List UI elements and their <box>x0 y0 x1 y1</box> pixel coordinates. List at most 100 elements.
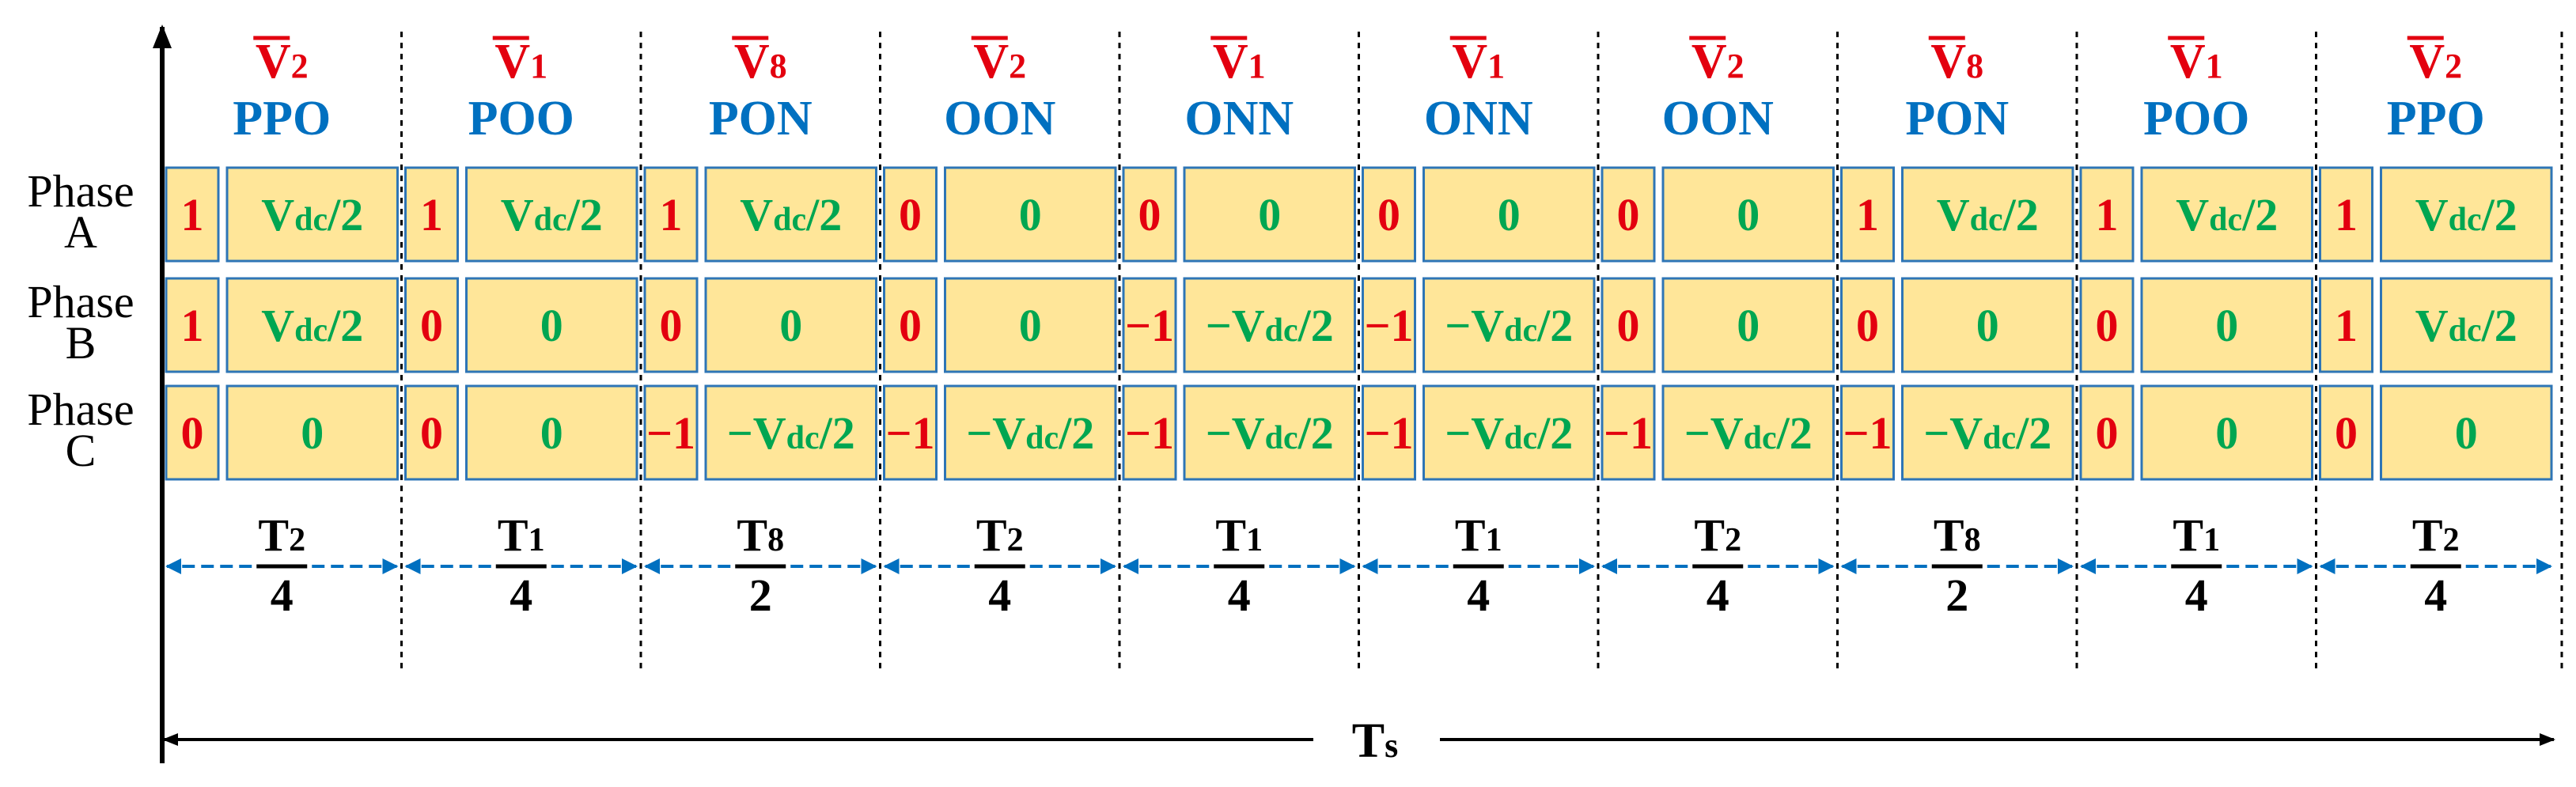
voltage-value: 0 <box>1498 189 1521 240</box>
row-label-phase: Phase <box>27 276 134 327</box>
level-value: 0 <box>1617 189 1640 240</box>
row-label-phase: Phase <box>27 384 134 435</box>
voltage-value: 0 <box>1019 300 1042 351</box>
level-cell <box>2319 384 2373 481</box>
level-cell <box>643 277 699 373</box>
level-value: 1 <box>2096 189 2119 240</box>
level-cell <box>404 277 459 373</box>
vector-label: V8 <box>1930 35 1983 89</box>
state-label: PPO <box>233 92 331 146</box>
voltage-value: Vdc/2 <box>261 189 363 240</box>
level-value: 1 <box>420 189 443 240</box>
level-value: 0 <box>660 300 683 351</box>
voltage-cell <box>1422 277 1596 373</box>
state-label: PPO <box>2387 92 2485 146</box>
level-cell <box>1840 166 1895 263</box>
duration-numerator: T2 <box>258 509 305 561</box>
level-cell <box>643 384 699 481</box>
voltage-cell <box>225 166 399 263</box>
duration-numerator: T1 <box>1455 509 1502 561</box>
voltage-value: Vdc/2 <box>261 300 363 351</box>
row-label-letter: C <box>66 425 97 476</box>
level-value: 0 <box>2096 300 2119 351</box>
level-cell <box>883 166 938 263</box>
duration-numerator: T8 <box>1934 509 1981 561</box>
voltage-value: 0 <box>2215 407 2238 459</box>
period-indicator: Ts <box>162 714 2555 768</box>
voltage-value: 0 <box>779 300 802 351</box>
duration-numerator: T2 <box>1694 509 1741 561</box>
level-value: 0 <box>899 189 922 240</box>
state-label: PON <box>1905 92 2009 146</box>
voltage-value: 0 <box>1737 300 1760 351</box>
level-value: −1 <box>1843 407 1892 459</box>
level-cell <box>1122 384 1177 481</box>
voltage-cell <box>1422 166 1596 263</box>
level-value: 0 <box>1377 189 1400 240</box>
voltage-cell <box>2380 277 2553 373</box>
level-value: 0 <box>2335 407 2358 459</box>
voltage-cell <box>1183 277 1356 373</box>
duration-numerator: T2 <box>2412 509 2460 561</box>
level-value: 0 <box>420 300 443 351</box>
duration-numerator: T1 <box>498 509 545 561</box>
voltage-cell <box>1901 384 2074 481</box>
duration-denominator: 4 <box>2424 569 2447 621</box>
voltage-cell <box>704 166 877 263</box>
duration-denominator: 2 <box>749 569 772 621</box>
level-cell <box>1362 384 1416 481</box>
vector-label: V1 <box>494 35 547 89</box>
voltage-value: 0 <box>1258 189 1281 240</box>
state-label: OON <box>1662 92 1774 146</box>
level-value: 1 <box>660 189 683 240</box>
voltage-value: −Vdc/2 <box>1684 407 1813 459</box>
level-value: −1 <box>1125 300 1174 351</box>
voltage-cell <box>2140 166 2313 263</box>
duration-denominator: 4 <box>1228 569 1251 621</box>
voltage-value: −Vdc/2 <box>1445 407 1573 459</box>
voltage-value: 0 <box>540 300 563 351</box>
level-cell <box>643 166 699 263</box>
voltage-cell <box>1661 166 1835 263</box>
voltage-value: Vdc/2 <box>2176 189 2278 240</box>
row-label-phase: Phase <box>27 165 134 217</box>
vector-label: V2 <box>2409 35 2462 89</box>
vector-label: V8 <box>734 35 787 89</box>
voltage-value: −Vdc/2 <box>966 407 1094 459</box>
voltage-cell <box>1661 277 1835 373</box>
state-label: ONN <box>1424 92 1533 146</box>
voltage-value: −Vdc/2 <box>1206 407 1334 459</box>
voltage-cell <box>1183 384 1356 481</box>
voltage-cell <box>465 384 638 481</box>
voltage-cell <box>704 384 877 481</box>
level-value: 1 <box>181 189 204 240</box>
level-cell <box>1601 277 1656 373</box>
duration-denominator: 4 <box>988 569 1011 621</box>
voltage-cell <box>225 277 399 373</box>
vector-label: V2 <box>973 35 1026 89</box>
voltage-value: −Vdc/2 <box>1445 300 1573 351</box>
state-label: PON <box>709 92 813 146</box>
vector-label: V1 <box>1213 35 1266 89</box>
vector-label: V1 <box>1452 35 1505 89</box>
duration-denominator: 2 <box>1945 569 1968 621</box>
vector-label: V2 <box>256 35 309 89</box>
level-value: −1 <box>1604 407 1653 459</box>
voltage-cell <box>2140 384 2313 481</box>
vector-label: V1 <box>2170 35 2223 89</box>
duration-denominator: 4 <box>271 569 294 621</box>
row-label-letter: A <box>64 206 97 258</box>
level-value: 1 <box>2335 300 2358 351</box>
level-cell <box>883 384 938 481</box>
voltage-value: Vdc/2 <box>2415 300 2517 351</box>
voltage-value: −Vdc/2 <box>727 407 855 459</box>
voltage-value: 0 <box>301 407 324 459</box>
